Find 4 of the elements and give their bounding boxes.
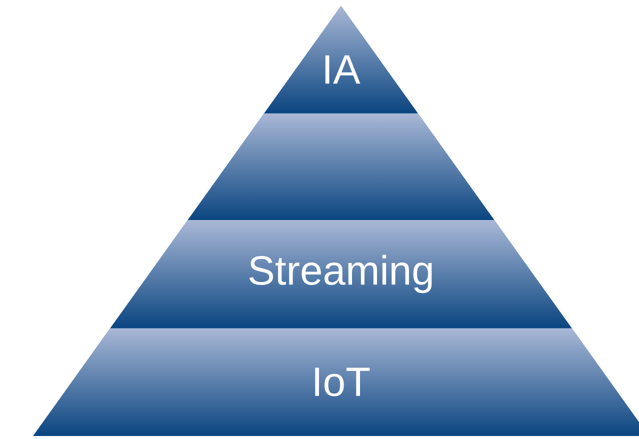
pyramid-band: Streaming [110, 220, 572, 328]
pyramid-band [188, 113, 494, 220]
pyramid-top: IA [264, 6, 418, 113]
pyramid-band: IoT [33, 328, 639, 436]
